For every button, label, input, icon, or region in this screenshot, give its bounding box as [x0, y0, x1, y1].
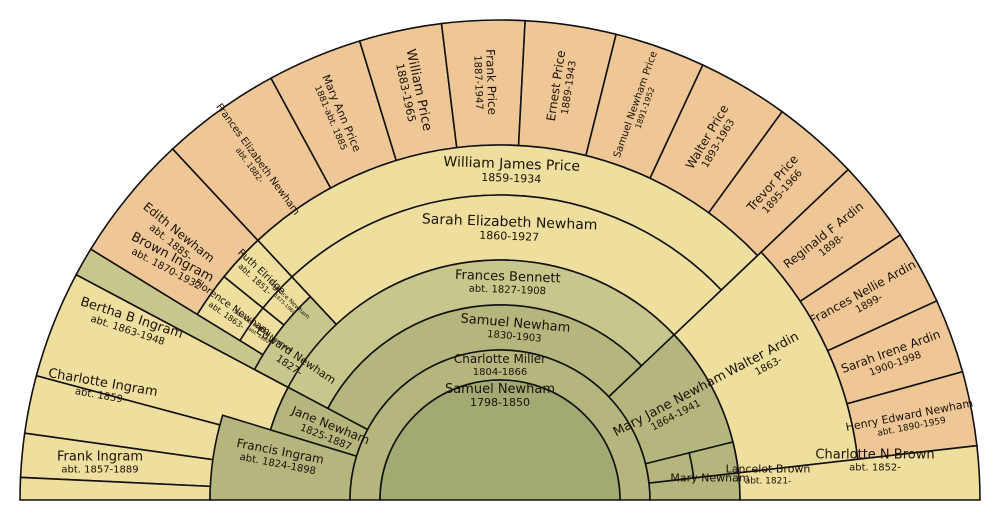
- samuel-newham-dates: 1830-1903: [487, 329, 542, 345]
- william-james-dates: 1859-1934: [481, 171, 541, 186]
- mary-newham-name: Mary Newham: [670, 472, 749, 485]
- lancelot-brown-name: Lancelot Brown: [726, 462, 811, 475]
- person-lancelot_brown-box[interactable]: [688, 440, 740, 479]
- frank-ingram-dates: abt. 1857-1889: [61, 465, 138, 476]
- frank-price-name: Frank Price: [483, 49, 499, 115]
- frank-price-dates: 1887-1947: [471, 55, 484, 110]
- william-james-name: William James Price: [443, 154, 580, 175]
- charlotte-miller-dates: 1804-1866: [473, 367, 528, 378]
- self-dates: 1798-1850: [470, 396, 530, 409]
- frank-ingram-name: Frank Ingram: [57, 449, 143, 464]
- person-lancelot_brown[interactable]: [648, 471, 741, 501]
- person-self[interactable]: [379, 379, 621, 501]
- sarah-elizabeth-dates: 1860-1927: [479, 229, 539, 244]
- frances-bennett-name: Frances Bennett: [455, 268, 561, 287]
- charlotte-n-brown-name: Charlotte N Brown: [815, 447, 934, 462]
- lancelot-brown-dates: abt. 1821-: [745, 476, 792, 486]
- fan-segments: [19, 19, 981, 501]
- sarah-elizabeth-name: Sarah Elizabeth Newham: [422, 211, 598, 233]
- charlotte-miller-name: Charlotte Miller: [454, 352, 546, 366]
- mary-newham-label: Mary Newham: [670, 472, 749, 485]
- self-name: Samuel Newham: [445, 382, 555, 397]
- frances-bennett-dates: abt. 1827-1908: [469, 284, 547, 298]
- charlotte-n-brown-dates: abt. 1852-: [849, 463, 901, 474]
